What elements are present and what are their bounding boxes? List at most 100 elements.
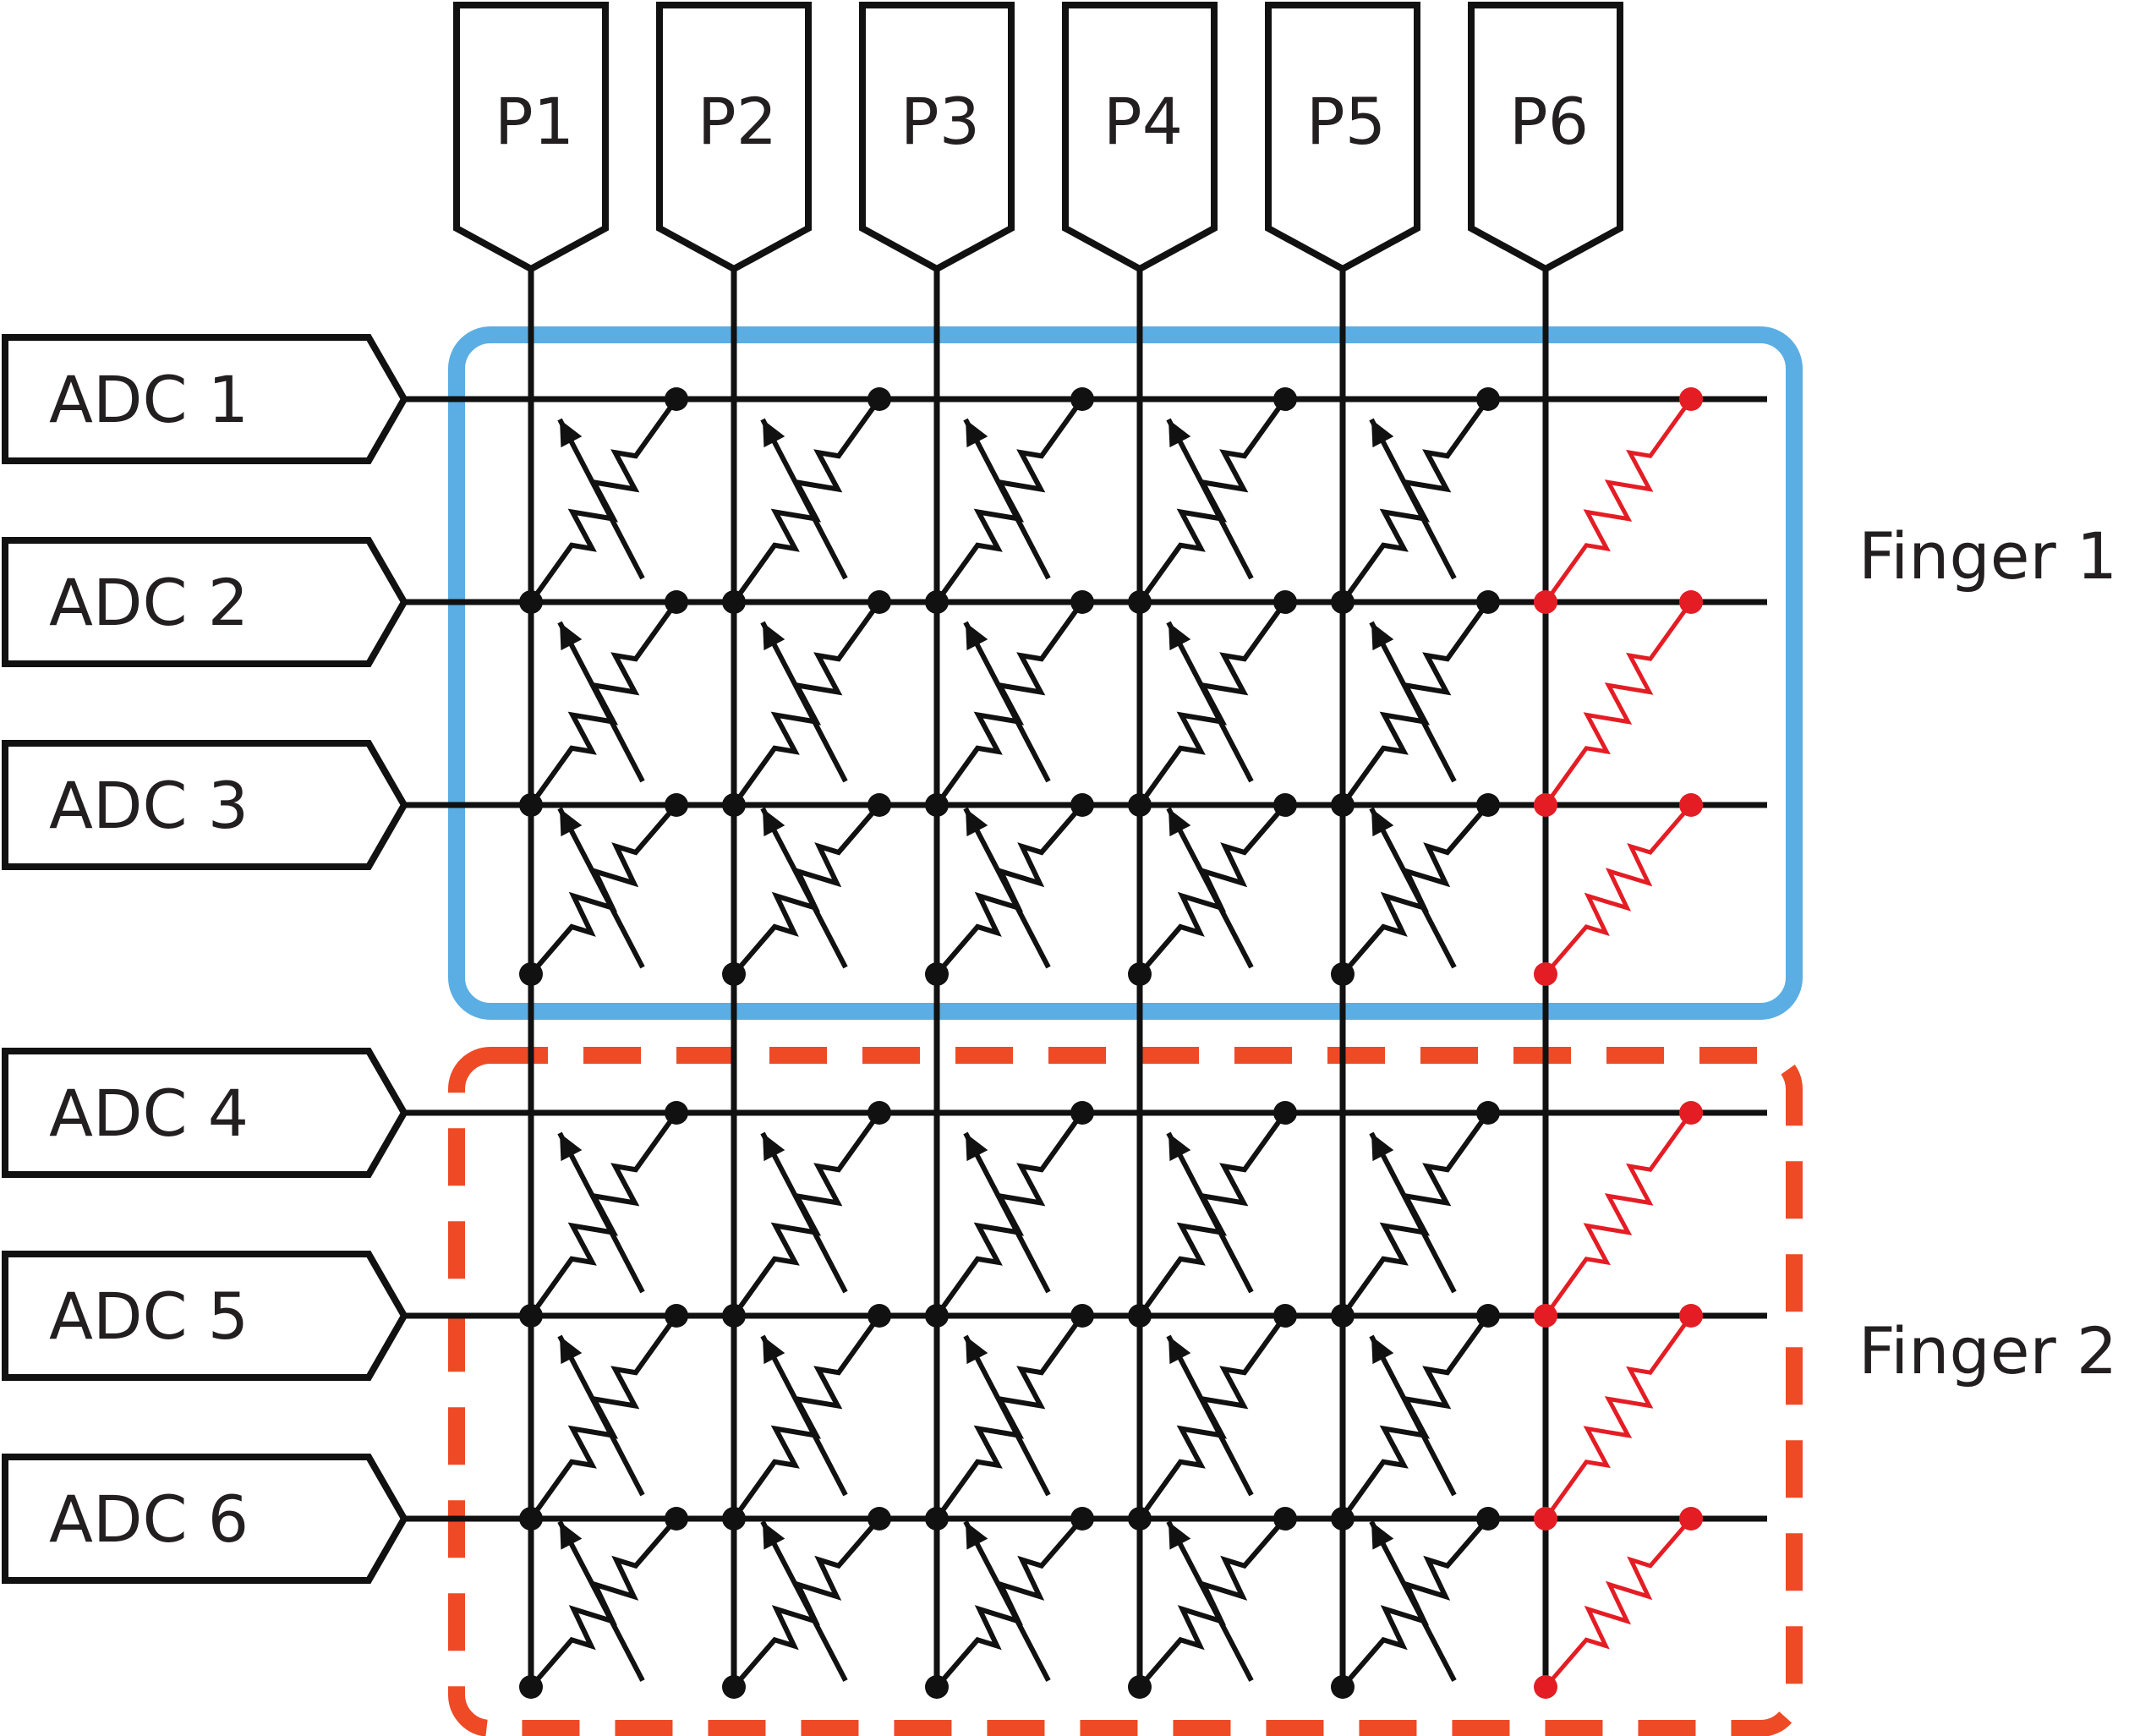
junction-dot-bottom-r5-c3 <box>925 1507 949 1531</box>
junction-dot-bottom-r2-c2 <box>722 793 746 817</box>
adc-label-3: ADC 3 <box>49 768 249 843</box>
junction-dot-top-r5-c6 <box>1679 1304 1703 1328</box>
junction-dot-top-r3-c6 <box>1679 793 1703 817</box>
variable-arrow-r4-c1 <box>557 1131 645 1294</box>
fixed-resistor-r6-c6 <box>1544 1517 1693 1689</box>
junction-dot-top-r5-c5 <box>1476 1304 1500 1328</box>
variable-arrow-r3-c1 <box>557 807 645 969</box>
junction-dot-bottom-r3-c3 <box>925 962 949 986</box>
wires <box>404 269 1767 1687</box>
fixed-resistor-r5-c6 <box>1543 1314 1694 1520</box>
variable-arrow-r5-c4 <box>1166 1334 1254 1497</box>
junction-dot-bottom-r6-c6 <box>1534 1675 1557 1699</box>
junction-dot-bottom-r5-c1 <box>519 1507 543 1531</box>
junction-dot-bottom-r6-c4 <box>1128 1675 1152 1699</box>
junction-dot-top-r1-c5 <box>1476 387 1500 411</box>
variable-arrow-r1-c4 <box>1166 418 1254 580</box>
pin-connector-p4 <box>1062 2 1218 273</box>
pin-label-p5: P5 <box>1306 84 1386 159</box>
variable-arrowhead-r4-c3 <box>966 1133 988 1162</box>
variable-arrowhead-r3-c1 <box>560 808 583 837</box>
junction-dot-top-r1-c3 <box>1070 387 1094 411</box>
variable-arrowhead-r2-c3 <box>966 622 988 651</box>
variable-arrow-r2-c3 <box>963 621 1051 783</box>
junction-dot-bottom-r3-c2 <box>722 962 746 986</box>
junction-dot-top-r6-c1 <box>665 1507 688 1531</box>
adc-connector-6 <box>2 1454 408 1584</box>
variable-arrowhead-r3-c2 <box>763 808 785 837</box>
junction-dot-top-r4-c5 <box>1476 1101 1500 1125</box>
fixed-resistor-r1-c6 <box>1543 397 1694 604</box>
variable-arrowhead-r1-c2 <box>763 419 785 448</box>
junction-dot-top-r1-c4 <box>1273 387 1297 411</box>
junction-dot-top-r2-c4 <box>1273 590 1297 614</box>
junction-dot-bottom-r3-c4 <box>1128 962 1152 986</box>
pin-label-p4: P4 <box>1103 84 1183 159</box>
variable-arrow-r6-c5 <box>1369 1520 1457 1682</box>
adc-label-5: ADC 5 <box>49 1279 249 1354</box>
variable-arrowhead-r6-c4 <box>1168 1521 1191 1550</box>
pin-label-p1: P1 <box>495 84 574 159</box>
finger-2-label: Finger 2 <box>1858 1313 2117 1388</box>
junction-dot-top-r4-c2 <box>867 1101 891 1125</box>
fixed-resistor-r3-c6 <box>1544 803 1693 976</box>
variable-arrow-r6-c2 <box>760 1520 848 1682</box>
junction-dot-top-r5-c1 <box>665 1304 688 1328</box>
adc-label-6: ADC 6 <box>49 1481 249 1557</box>
variable-arrowhead-r1-c1 <box>560 419 583 448</box>
pin-connector-p1 <box>453 2 609 273</box>
variable-arrowhead-r1-c3 <box>966 419 988 448</box>
junction-dot-top-r4-c6 <box>1679 1101 1703 1125</box>
adc-connector-3 <box>2 740 408 870</box>
variable-arrowhead-r2-c1 <box>560 622 583 651</box>
junction-dot-top-r3-c3 <box>1070 793 1094 817</box>
variable-arrowhead-r1-c4 <box>1168 419 1191 448</box>
pin-connector-p6 <box>1468 2 1623 273</box>
variable-arrowhead-r1-c5 <box>1371 419 1394 448</box>
pin-connector-p5 <box>1265 2 1420 273</box>
junction-dot-bottom-r4-c5 <box>1331 1304 1355 1328</box>
variable-arrowhead-r6-c5 <box>1371 1521 1394 1550</box>
adc-connector-5 <box>2 1251 408 1381</box>
junction-dot-top-r5-c3 <box>1070 1304 1094 1328</box>
junction-dot-bottom-r4-c6 <box>1534 1304 1557 1328</box>
variable-arrow-r4-c4 <box>1166 1131 1254 1294</box>
fixed-resistor-r2-c6 <box>1543 600 1694 807</box>
junction-dot-top-r2-c2 <box>867 590 891 614</box>
adc-label-4: ADC 4 <box>49 1076 249 1151</box>
finger-2-box <box>448 1047 1803 1736</box>
pin-label-p3: P3 <box>900 84 980 159</box>
junction-dot-top-r2-c3 <box>1070 590 1094 614</box>
junction-dot-top-r6-c2 <box>867 1507 891 1531</box>
junction-dot-bottom-r1-c1 <box>519 590 543 614</box>
variable-arrowhead-r6-c3 <box>966 1521 988 1550</box>
variable-arrow-r3-c2 <box>760 807 848 969</box>
junction-dot-top-r4-c3 <box>1070 1101 1094 1125</box>
variable-arrow-r3-c5 <box>1369 807 1457 969</box>
junction-dot-top-r4-c4 <box>1273 1101 1297 1125</box>
adc-label-1: ADC 1 <box>49 362 249 437</box>
variable-arrowhead-r5-c1 <box>560 1336 583 1365</box>
connectors <box>2 2 1623 1584</box>
junction-dot-top-r4-c1 <box>665 1101 688 1125</box>
junction-dot-bottom-r2-c1 <box>519 793 543 817</box>
variable-arrowhead-r5-c5 <box>1371 1336 1394 1365</box>
variable-arrowhead-r3-c3 <box>966 808 988 837</box>
junction-dots <box>519 387 1703 1699</box>
variable-arrowhead-r5-c3 <box>966 1336 988 1365</box>
junction-dot-bottom-r6-c3 <box>925 1675 949 1699</box>
variable-arrow-r3-c4 <box>1166 807 1254 969</box>
junction-dot-top-r5-c2 <box>867 1304 891 1328</box>
variable-arrow-r2-c5 <box>1369 621 1457 783</box>
junction-dot-bottom-r4-c4 <box>1128 1304 1152 1328</box>
junction-dot-bottom-r1-c2 <box>722 590 746 614</box>
junction-dot-top-r2-c6 <box>1679 590 1703 614</box>
variable-arrow-r1-c3 <box>963 418 1051 580</box>
variable-arrowhead-r2-c4 <box>1168 622 1191 651</box>
variable-arrowhead-r3-c5 <box>1371 808 1394 837</box>
variable-arrow-r6-c1 <box>557 1520 645 1682</box>
junction-dot-bottom-r2-c6 <box>1534 793 1557 817</box>
finger-1-box <box>448 326 1803 1020</box>
